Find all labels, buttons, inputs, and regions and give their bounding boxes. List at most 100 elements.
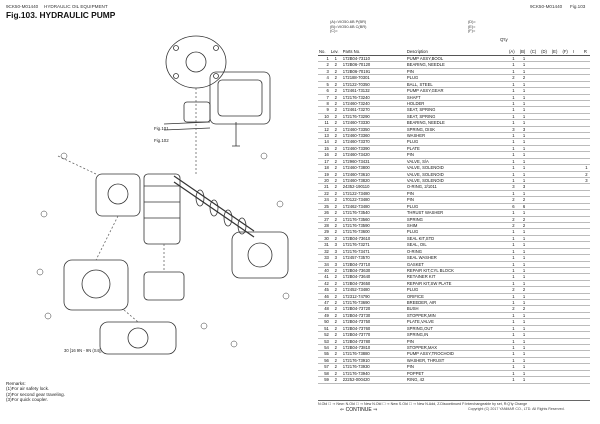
row-description: BREEDER, AIR xyxy=(405,299,509,307)
row-r xyxy=(582,235,590,243)
row-qty-a: 1 xyxy=(508,106,519,114)
row-qty-b: 1 xyxy=(518,248,530,256)
gear-pump-housing xyxy=(63,259,129,311)
row-i xyxy=(572,331,583,339)
row-parts-no: 172176-73910 xyxy=(341,357,406,365)
row-r xyxy=(582,132,590,140)
row-qty-d xyxy=(540,126,551,134)
row-parts-no: 172B04-73110 xyxy=(341,55,406,63)
remarks: Remarks: (1)For air safety lock. (2)For … xyxy=(6,381,65,403)
row-qty-c xyxy=(529,293,541,301)
row-parts-no: 172B04-73780 xyxy=(341,338,406,346)
row-qty-a: 1 xyxy=(508,273,519,281)
row-i xyxy=(572,293,583,301)
row-r xyxy=(582,273,590,281)
row-qty-d xyxy=(540,299,551,307)
row-qty-d xyxy=(540,325,551,333)
row-no: 22 xyxy=(318,190,330,198)
exploded-diagram: Fig.101 Fig.102 30 [16 9N - 9N (S4)] xyxy=(36,35,290,355)
row-qty-f xyxy=(561,261,573,268)
row-description: VALVE, SOLENOID xyxy=(405,171,509,179)
row-i xyxy=(572,376,583,384)
row-qty-a: 1 xyxy=(508,363,519,371)
row-qty-e xyxy=(550,248,562,256)
row-qty-e xyxy=(550,293,562,301)
row-qty-d xyxy=(540,331,551,339)
row-description: BALL, STEEL xyxy=(405,81,509,89)
col-r: R xyxy=(582,48,590,56)
row-qty-d xyxy=(540,164,551,172)
row-qty-d xyxy=(540,228,551,236)
row-i xyxy=(572,286,583,294)
row-qty-a: 3 xyxy=(508,183,519,191)
row-qty-c xyxy=(529,376,541,384)
row-qty-a: 1 xyxy=(508,94,519,101)
row-r: 3 xyxy=(582,177,590,185)
continue-link[interactable]: ⇐ CONTINUE ⇒ xyxy=(340,407,378,413)
row-r xyxy=(582,81,590,89)
row-lev: 2 xyxy=(329,164,342,172)
table-header: No. Lev. Parts No. Description (A) (B) (… xyxy=(318,48,590,56)
row-qty-c xyxy=(529,196,541,204)
row-no: 3 xyxy=(318,68,330,76)
row-qty-d xyxy=(540,100,551,108)
row-i xyxy=(572,158,583,166)
row-qty-f xyxy=(561,171,573,179)
row-qty-d xyxy=(540,81,551,89)
row-description: WASHER xyxy=(405,132,509,140)
row-i xyxy=(572,183,583,191)
row-i xyxy=(572,87,583,95)
